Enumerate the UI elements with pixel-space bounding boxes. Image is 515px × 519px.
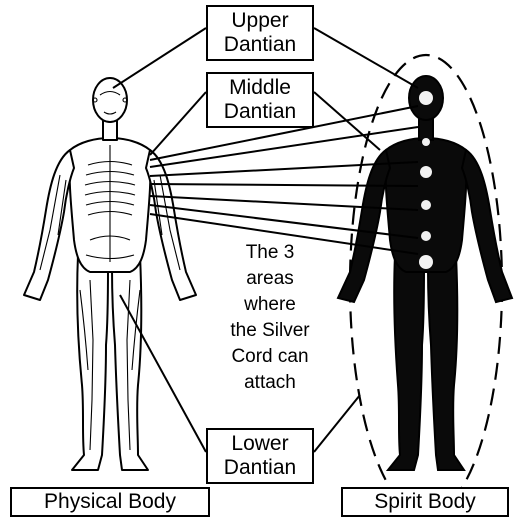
silver-cord-caption: The 3 areas where the Silver Cord can at… bbox=[215, 240, 325, 396]
upper-dantian-line-1: Upper bbox=[208, 9, 312, 33]
lower-dantian-line-2: Dantian bbox=[208, 456, 312, 480]
caption-line-3: where bbox=[215, 292, 325, 318]
physical-body-figure bbox=[24, 78, 196, 470]
physical-body-text: Physical Body bbox=[12, 490, 208, 514]
upper-dantian-label: Upper Dantian bbox=[206, 5, 314, 61]
lower-dantian-label: Lower Dantian bbox=[206, 428, 314, 484]
physical-body-label: Physical Body bbox=[10, 487, 210, 517]
lower-dantian-line-1: Lower bbox=[208, 432, 312, 456]
caption-line-4: the Silver bbox=[215, 318, 325, 344]
caption-line-1: The 3 bbox=[215, 240, 325, 266]
caption-line-6: attach bbox=[215, 370, 325, 396]
spirit-body-text: Spirit Body bbox=[343, 490, 507, 514]
caption-line-5: Cord can bbox=[215, 344, 325, 370]
middle-dantian-label: Middle Dantian bbox=[206, 72, 314, 128]
caption-line-2: areas bbox=[215, 266, 325, 292]
middle-dantian-line-2: Dantian bbox=[208, 100, 312, 124]
upper-dantian-line-2: Dantian bbox=[208, 33, 312, 57]
spirit-body-label: Spirit Body bbox=[341, 487, 509, 517]
middle-dantian-line-1: Middle bbox=[208, 76, 312, 100]
